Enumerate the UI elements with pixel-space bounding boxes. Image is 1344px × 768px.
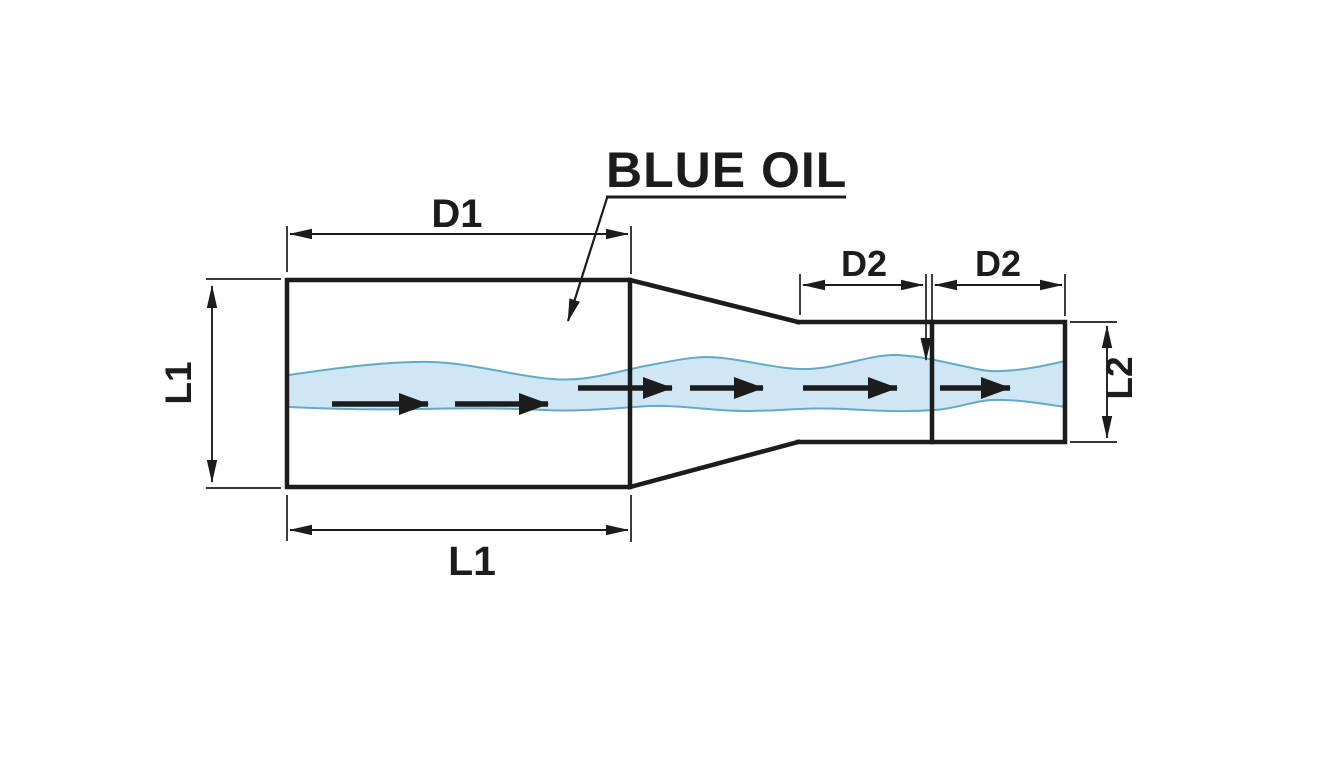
flow-arrows-group xyxy=(332,377,1011,415)
dimension-l1-bottom: L1 xyxy=(286,495,632,584)
dimension-label-d2-right: D2 xyxy=(975,243,1021,284)
callout-leader-arrow xyxy=(566,197,609,322)
dimension-label-l1-side: L1 xyxy=(158,361,199,404)
taper-bottom-line xyxy=(627,439,801,490)
fluid-top-edge xyxy=(288,353,1066,381)
dimension-d1: D1 xyxy=(286,192,632,274)
taper-top-line xyxy=(627,277,801,325)
dimension-label-l1-bottom: L1 xyxy=(448,538,496,584)
pipe-large-section xyxy=(284,277,633,490)
dimension-l2-side: L2 xyxy=(1070,321,1140,443)
dimension-d2-right: D2 xyxy=(931,243,1066,320)
callout-label: BLUE OIL xyxy=(606,142,847,198)
dimension-label-d1: D1 xyxy=(431,192,482,236)
pipe-outline-group xyxy=(284,277,1068,490)
dimension-label-d2-left: D2 xyxy=(841,243,887,284)
callout-blue-oil: BLUE OIL xyxy=(566,142,847,322)
dimension-l1-side: L1 xyxy=(158,278,281,489)
dimension-d2-left: D2 xyxy=(799,243,924,315)
fluid-bottom-edge xyxy=(288,398,1066,413)
dimension-label-l2-side: L2 xyxy=(1099,356,1140,399)
